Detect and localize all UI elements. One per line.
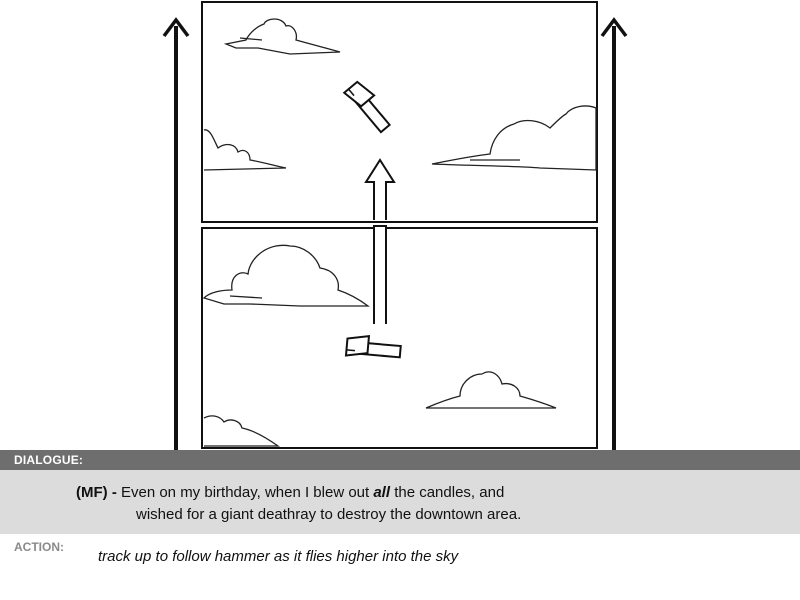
action-text: track up to follow hammer as it flies hi…	[98, 548, 459, 565]
dialogue-line-2: wished for a giant deathray to destroy t…	[136, 506, 522, 523]
arrow-up-icon	[364, 158, 396, 220]
camera-move-arrow-left	[162, 17, 190, 450]
cloud	[203, 415, 281, 447]
camera-move-arrow-right	[600, 17, 628, 450]
storyboard-panel-bottom	[201, 225, 598, 449]
cloud	[202, 244, 370, 307]
dialogue-emphasis: all	[373, 484, 391, 501]
cloud	[431, 105, 597, 171]
dialogue-text: Even on my birthday, when I blew out	[116, 484, 374, 501]
dialogue-box: (MF) - Even on my birthday, when I blew …	[0, 470, 800, 534]
cloud	[223, 18, 341, 55]
speaker-label: (MF) -	[76, 484, 117, 501]
dialogue-line-1: (MF) - Even on my birthday, when I blew …	[76, 484, 504, 501]
motion-trail	[373, 225, 387, 324]
cloud	[425, 371, 557, 409]
dialogue-text: the candles, and	[390, 484, 505, 501]
action-header: ACTION:	[14, 540, 64, 554]
dialogue-header: DIALOGUE:	[0, 450, 800, 470]
storyboard-art	[162, 1, 628, 450]
storyboard-panel-top	[201, 1, 598, 223]
cloud	[203, 129, 287, 171]
